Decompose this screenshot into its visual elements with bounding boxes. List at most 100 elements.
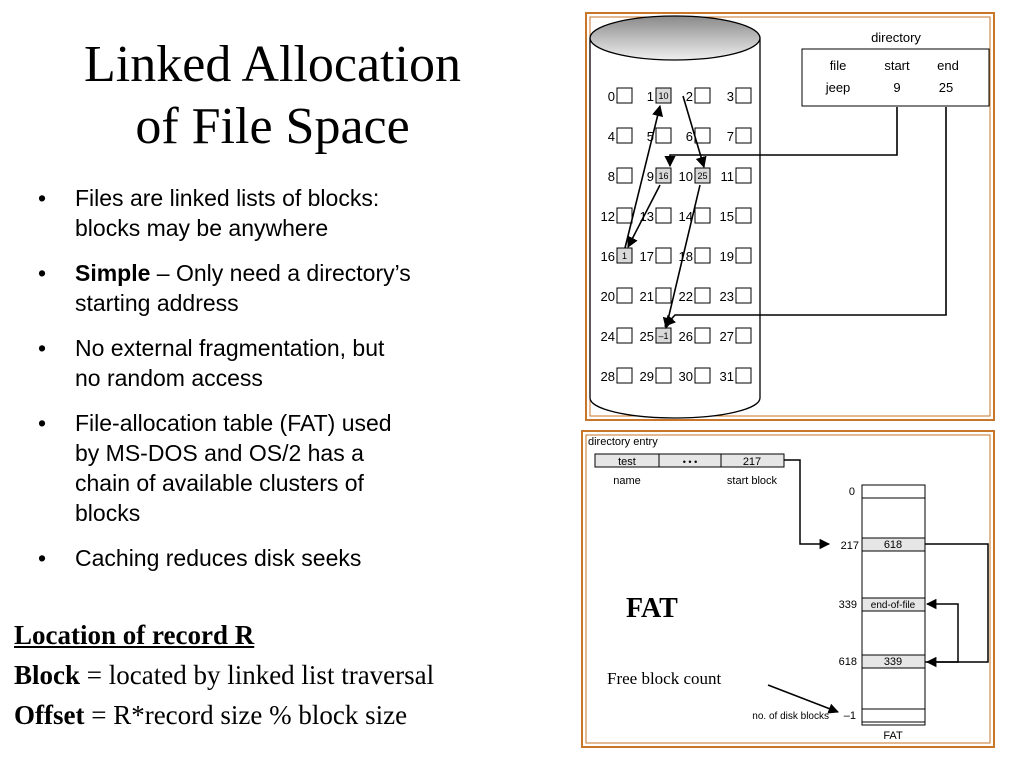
fat-figure-frame bbox=[581, 430, 995, 748]
block-number: 16 bbox=[601, 249, 615, 264]
arrow-entry-to-217 bbox=[784, 459, 831, 550]
bullet-text: File-allocation table (FAT) used bbox=[75, 410, 392, 436]
block-content: –1 bbox=[658, 331, 668, 341]
block-number: 2 bbox=[686, 89, 693, 104]
block-number: 27 bbox=[720, 329, 734, 344]
block-number: 25 bbox=[640, 329, 654, 344]
fat-value-a: 618 bbox=[884, 539, 902, 551]
record-location: Location of record R Block = located by … bbox=[14, 615, 434, 735]
disk-block-28 bbox=[616, 367, 633, 384]
dir-row-start: 9 bbox=[893, 80, 900, 95]
disk-block-29 bbox=[655, 367, 672, 384]
disk-block-22 bbox=[694, 287, 711, 304]
block-number: 5 bbox=[647, 129, 654, 144]
block-text: = located by linked list traversal bbox=[80, 660, 435, 690]
disk-block-15 bbox=[735, 207, 752, 224]
disk-block-26 bbox=[694, 327, 711, 344]
arrow-618-to-339 bbox=[925, 598, 959, 663]
block-number: 0 bbox=[608, 89, 615, 104]
block-number: 22 bbox=[679, 289, 693, 304]
record-heading: Location of record R bbox=[14, 620, 255, 650]
fat-index-a: 217 bbox=[841, 540, 859, 552]
block-content: 1 bbox=[622, 251, 627, 261]
arrow-9-to-16 bbox=[627, 184, 661, 248]
bullet-text: Caching reduces disk seeks bbox=[75, 545, 362, 571]
disk-block-12 bbox=[616, 207, 633, 224]
offset-text: = R*record size % block size bbox=[84, 700, 408, 730]
record-offset-line: Offset = R*record size % block size bbox=[14, 695, 434, 735]
dir-col-end: end bbox=[937, 58, 959, 73]
bullet-text: blocks may be anywhere bbox=[75, 215, 329, 241]
disk-block-24 bbox=[616, 327, 633, 344]
block-number: 7 bbox=[727, 129, 734, 144]
disk-block-8 bbox=[616, 167, 633, 184]
offset-label: Offset bbox=[14, 700, 85, 730]
block-number: 4 bbox=[608, 129, 615, 144]
disk-block-19 bbox=[735, 247, 752, 264]
bullet-text: Files are linked lists of blocks: bbox=[75, 185, 380, 211]
block-number: 15 bbox=[720, 209, 734, 224]
fat-value-b: end-of-file bbox=[871, 600, 916, 611]
fat-index-b: 339 bbox=[839, 599, 857, 611]
block-number: 1 bbox=[647, 89, 654, 104]
bullet-text: by MS-DOS and OS/2 has a bbox=[75, 440, 364, 466]
bullet-list: • Files are linked lists of blocks: bloc… bbox=[38, 183, 508, 588]
disk-block-11 bbox=[735, 167, 752, 184]
block-number: 23 bbox=[720, 289, 734, 304]
block-number: 11 bbox=[721, 169, 735, 184]
disk-block-13 bbox=[655, 207, 672, 224]
block-number: 19 bbox=[720, 249, 734, 264]
fat-big-label: FAT bbox=[626, 593, 678, 624]
disk-block-27 bbox=[735, 327, 752, 344]
fat-figure-frame-inner bbox=[585, 434, 991, 744]
disk-block-20 bbox=[616, 287, 633, 304]
bullet-text: starting address bbox=[75, 290, 239, 316]
disk-block-23 bbox=[735, 287, 752, 304]
block-number: 14 bbox=[679, 209, 693, 224]
block-label: Block bbox=[14, 660, 81, 690]
dir-col-file: file bbox=[830, 58, 847, 73]
bullet-bold: Simple bbox=[75, 260, 151, 286]
block-number: 28 bbox=[601, 369, 615, 384]
bullet-dot: • bbox=[38, 335, 47, 361]
disk-block-18 bbox=[694, 247, 711, 264]
block-number: 17 bbox=[640, 249, 654, 264]
bullet-item: • Caching reduces disk seeks bbox=[38, 543, 508, 573]
block-number: 6 bbox=[686, 129, 693, 144]
disk-block-1 bbox=[655, 87, 672, 104]
start-block-label: start block bbox=[727, 475, 778, 487]
fat-chain-arrows bbox=[767, 459, 989, 714]
block-number: 26 bbox=[679, 329, 693, 344]
fat-index-c: 618 bbox=[839, 656, 857, 668]
disk-block-0 bbox=[616, 87, 633, 104]
block-number: 20 bbox=[601, 289, 615, 304]
disk-block-4 bbox=[616, 127, 633, 144]
directory-entry-label: directory entry bbox=[588, 436, 658, 448]
arrow-free-count bbox=[767, 684, 839, 714]
arrow-16-to-1 bbox=[624, 104, 664, 249]
bullet-text: blocks bbox=[75, 500, 141, 526]
dir-row-end: 25 bbox=[939, 80, 953, 95]
block-number: 3 bbox=[727, 89, 734, 104]
bullet-text: – Only need a directory’s bbox=[150, 260, 411, 286]
block-number: 12 bbox=[601, 209, 615, 224]
block-number: 30 bbox=[679, 369, 693, 384]
block-number: 13 bbox=[640, 209, 654, 224]
block-content: 10 bbox=[658, 91, 668, 101]
bullet-text: No external fragmentation, but bbox=[75, 335, 385, 361]
fat-index-bottom: –1 bbox=[844, 710, 856, 722]
arrow-start-to-9 bbox=[664, 107, 898, 168]
title-line-2: of File Space bbox=[135, 98, 410, 155]
block-number: 21 bbox=[640, 289, 654, 304]
disk-block-31 bbox=[735, 367, 752, 384]
disk-block-5 bbox=[655, 127, 672, 144]
entry-dots: • • • bbox=[683, 457, 697, 467]
disk-block-21 bbox=[655, 287, 672, 304]
free-block-count-label: Free block count bbox=[607, 669, 722, 688]
bullet-text: no random access bbox=[75, 365, 263, 391]
disk-block-3 bbox=[735, 87, 752, 104]
disk-cylinder bbox=[589, 15, 761, 419]
fat-value-c: 339 bbox=[884, 656, 902, 668]
arrow-1-to-10 bbox=[682, 95, 707, 169]
